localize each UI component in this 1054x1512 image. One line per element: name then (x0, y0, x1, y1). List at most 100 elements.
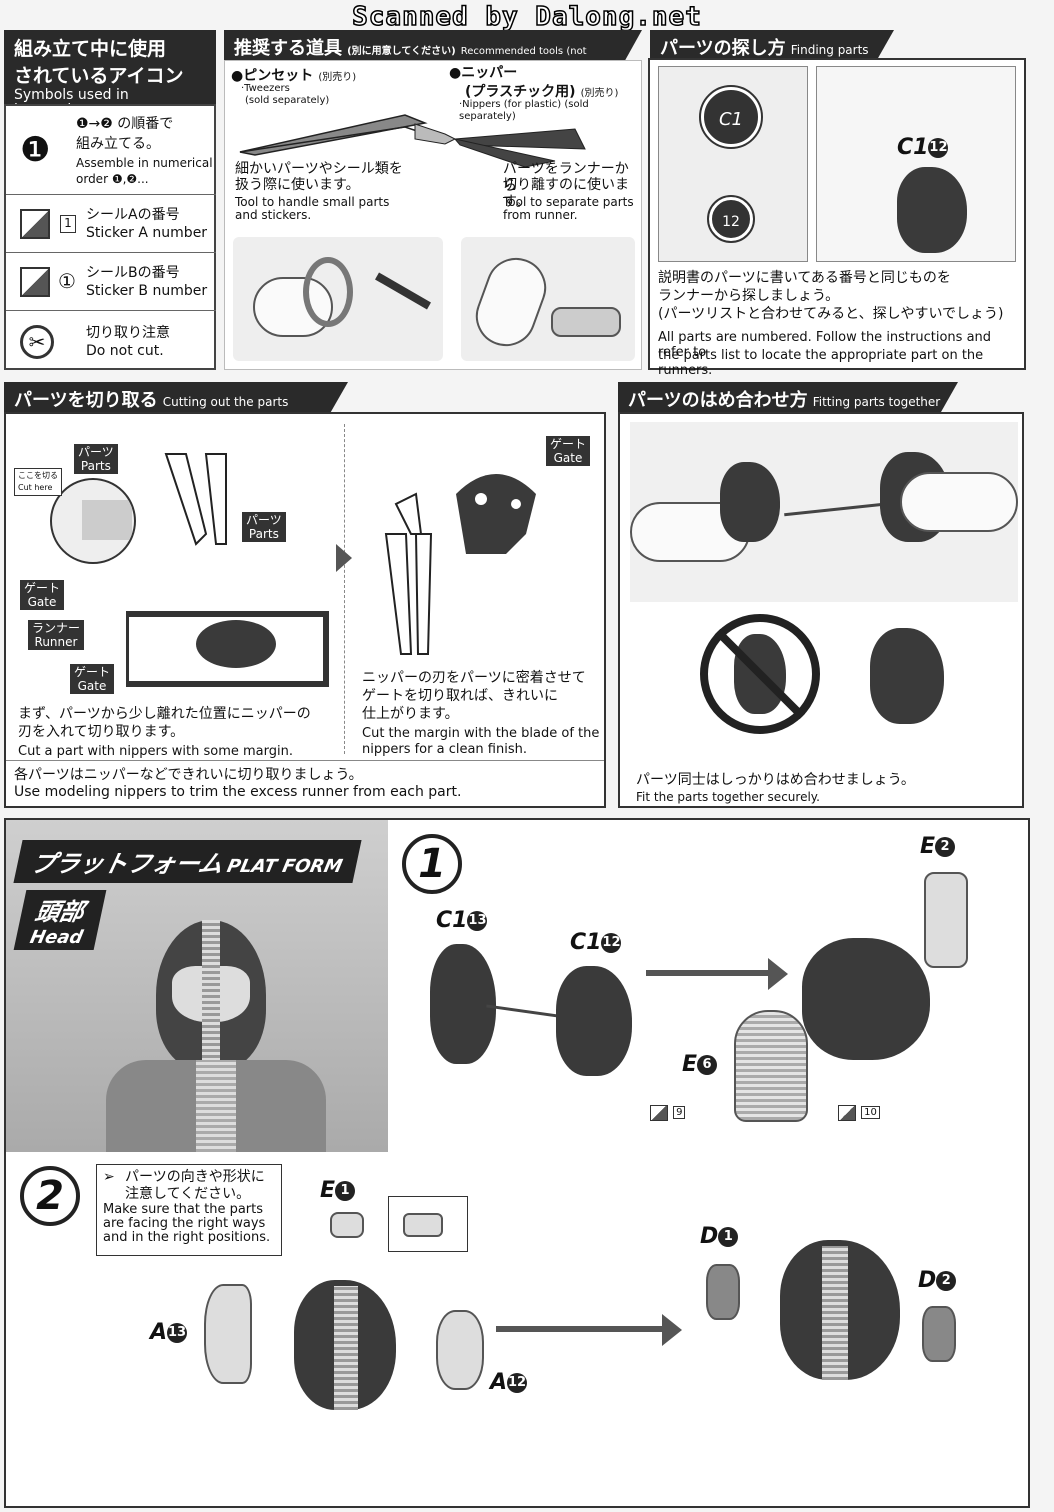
sticker-icon-left (650, 1104, 668, 1121)
scan-banner: Scanned by Dalong.net (351, 1, 702, 33)
cutting-title-en: Cutting out the parts (162, 395, 289, 409)
no-cut-en: Do not cut. (86, 343, 164, 359)
nippers-desc-en-2: from runner. (503, 208, 578, 222)
nippers-icon (414, 123, 586, 168)
gate-tag-3-en: Gate (553, 451, 583, 465)
nippers-desc-jp-1: パーツをランナーから (503, 161, 629, 194)
step1-shape-e2 (924, 872, 968, 968)
step1-part-c1-13-num: 13 (467, 911, 488, 931)
finding-title-en: Finding parts (790, 43, 869, 57)
sticker-a-num: 1 (60, 215, 76, 233)
step1-flow-arrow (646, 970, 776, 976)
step1-part-e2-num: 2 (935, 837, 956, 857)
note-arrow-icon: ➢ (103, 1169, 115, 1185)
platform-title: プラットフォーム PLAT FORM (13, 840, 362, 883)
tweezers-jp-sep: (別売り) (318, 72, 357, 83)
tweezers-label: ●ピンセット (別売り) (231, 65, 356, 85)
step2-part-e1-letter: E (320, 1178, 336, 1203)
tools-title-jp-small: (別に用意してください) (347, 46, 456, 57)
fitting-box: パーツ同士はしっかりはめ合わせましょう。 Fit the parts toget… (618, 412, 1024, 808)
gate-tag-1: ゲート Gate (20, 580, 65, 610)
step2-part-a13-letter: A (150, 1320, 168, 1345)
parts-tag-2-jp: パーツ (246, 513, 282, 527)
step2-note-box: ➢ パーツの向きや形状に 注意してください。 Make sure that th… (96, 1164, 282, 1256)
fitting-title-jp: パーツのはめ合わせ方 (628, 390, 808, 411)
step2-part-d2-num: 2 (936, 1271, 957, 1291)
gate-tag-2-en: Gate (77, 679, 107, 693)
symbols-box: ❶ ❶→❷ の順番で 組み立てる。 Assemble in numerical … (4, 104, 216, 370)
sticker-a-icon (20, 209, 50, 239)
step2-note-en-3: and in the right positions. (103, 1230, 271, 1245)
finding-title-jp: パーツの探し方 (660, 38, 786, 59)
parts-tag-1-jp: パーツ (78, 445, 114, 459)
found-part-circle: 12 (928, 138, 949, 158)
fitting-title-en: Fitting parts together (812, 395, 941, 409)
step2-note-jp-2: 注意してください。 (125, 1186, 251, 1202)
no-cut-row: ✂ 切り取り注意 Do not cut. (6, 310, 216, 370)
figure-collar (196, 1060, 236, 1152)
nipper-hand-illustration (467, 249, 555, 355)
step2-part-a12-num: 12 (507, 1373, 528, 1393)
cut-step1-en: Cut a part with nippers with some margin… (18, 744, 293, 759)
finding-desc-jp-3: (パーツリストと合わせてみると、探しやすいでしょう) (658, 306, 1004, 322)
sticker-num-left: 9 (673, 1106, 686, 1119)
parts-tag-1: パーツ Parts (74, 444, 118, 474)
tweezers-jp: ●ピンセット (231, 68, 314, 84)
cut-footer: 各パーツはニッパーなどできれいに切り取りましょう。 Use modeling n… (6, 760, 604, 807)
parts-tag-2: パーツ Parts (242, 512, 286, 542)
order-jp-2: 組み立てる。 (76, 136, 160, 152)
nippers-usage-illustration (461, 237, 635, 361)
step2-part-a13-num: 13 (167, 1323, 188, 1343)
order-jp-1: ❶→❷ の順番で (76, 116, 174, 132)
step1-part-c1-12-num: 12 (601, 933, 622, 953)
nippers-jp-1: ●ニッパー (449, 65, 518, 81)
cut-step1-jp-2: 刃を入れて切り取ります。 (18, 724, 185, 740)
cut-footer-en: Use modeling nippers to trim the excess … (14, 784, 462, 800)
found-part-id: C112 (897, 135, 949, 160)
step1-part-c1-12-letter: C1 (570, 930, 602, 955)
step1-shape-c1-13 (430, 944, 496, 1064)
platform-panel: プラットフォーム PLAT FORM 頭部 Head (6, 820, 388, 1152)
finding-desc-en-1: All parts are numbered. Follow the instr… (658, 330, 992, 360)
step2-part-a13: A13 (150, 1320, 188, 1345)
runner-tag-jp: ランナー (32, 621, 81, 635)
tweezers-tip-illustration (375, 272, 431, 310)
sticker-a-jp: シールAの番号 (86, 207, 180, 223)
step1-shape-e6 (734, 1010, 808, 1122)
finding-desc-jp-2: ランナーから探しましょう。 (658, 288, 840, 304)
sticker-a-row: 1 シールAの番号 Sticker A number (6, 194, 216, 252)
platform-title-jp: プラットフォーム (28, 850, 226, 878)
cut-part-illustration (551, 307, 621, 337)
tweezers-desc-jp-1: 細かいパーツやシール類を (235, 161, 403, 177)
step1-part-e6-letter: E (682, 1052, 698, 1077)
sticker-icon-right (838, 1104, 856, 1121)
cut-step2-jp-1: ニッパーの刃をパーツに密着させて (362, 670, 586, 686)
sticker-a-en: Sticker A number (86, 225, 208, 241)
order-en-1: Assemble in numerical (76, 156, 213, 170)
step1-part-e2-letter: E (920, 834, 936, 859)
found-part-letter: C1 (897, 135, 929, 160)
tweezers-en-2: (sold separately) (245, 95, 330, 106)
cut-step2-en-2: nippers for a clean finish. (362, 742, 527, 757)
head-subtitle-jp: 頭部 (32, 898, 87, 926)
runner-illustration: C1 12 (658, 66, 808, 262)
clean-cut-illustration (384, 474, 536, 655)
step1-part-c1-12: C112 (570, 930, 622, 955)
head-subtitle: 頭部 Head (13, 890, 107, 950)
nippers-label-2: (プラスチック用) (別売り) (465, 81, 618, 101)
gate-tag-2-jp: ゲート (74, 665, 111, 679)
step2-part-e1-num: 1 (335, 1181, 356, 1201)
cut-next-arrow (336, 544, 352, 572)
step2-e1-detail-shape (403, 1213, 443, 1237)
assembly-area: プラットフォーム PLAT FORM 頭部 Head 1 C1 13 C112 E… (4, 818, 1030, 1508)
tweezers-en-1: ·Tweezers (241, 83, 290, 94)
fit-arrow (784, 502, 884, 517)
order-row: ❶ ❶→❷ の順番で 組み立てる。 Assemble in numerical … (6, 106, 214, 194)
sticker-num-right: 10 (861, 1106, 880, 1119)
cut-step2-jp-3: 仕上がります。 (362, 706, 459, 722)
step1-part-e6-num: 6 (697, 1055, 718, 1075)
figure-body-illustration (106, 1060, 326, 1152)
runner-tag: ランナー Runner (28, 620, 85, 650)
sticker-b-jp: シールBの番号 (86, 265, 180, 281)
